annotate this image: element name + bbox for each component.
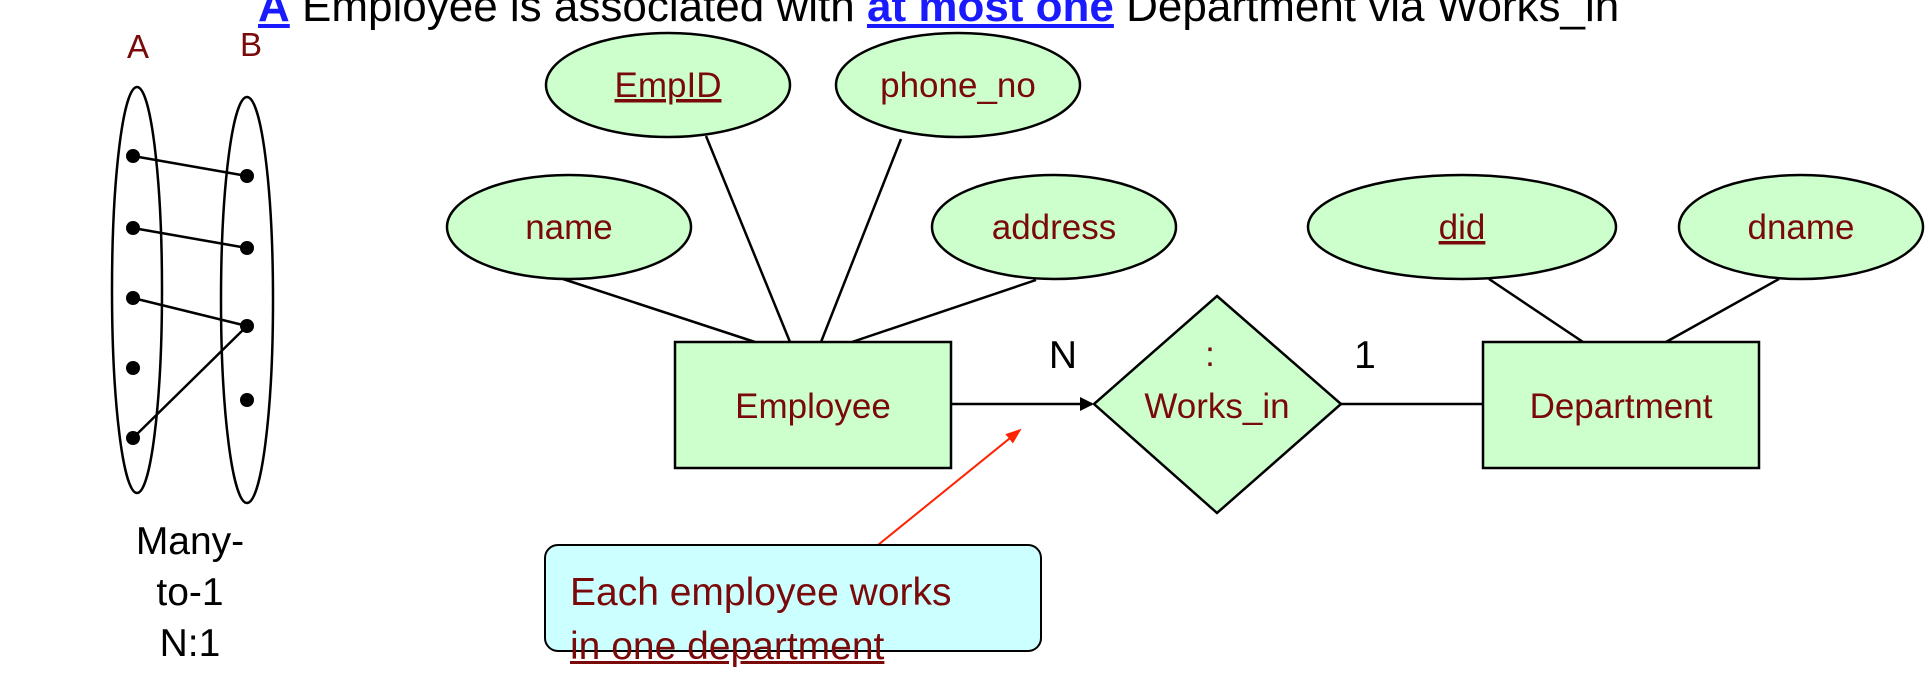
set-b-label: B — [240, 26, 263, 63]
cardinality-1: 1 — [1354, 334, 1376, 377]
set-b-points — [240, 169, 254, 407]
title-article: A — [258, 0, 290, 31]
attr-phone-no-label: phone_no — [880, 66, 1036, 105]
entity-employee-label: Employee — [735, 387, 891, 426]
set-b-point — [240, 393, 254, 407]
attr-empid-label: EmpID — [615, 66, 722, 105]
link-empid — [704, 135, 792, 343]
title-text-part1: Employee is associated with — [302, 0, 855, 31]
cardinality-n: N — [1049, 334, 1077, 377]
link-address — [851, 278, 1037, 344]
link-dname — [1665, 277, 1780, 344]
relationship-works-in-label: Works_in — [1144, 387, 1289, 426]
caption-line1: Many- — [135, 520, 245, 563]
set-a-oval — [110, 85, 164, 495]
callout-note-line1: Each employee works — [570, 571, 952, 614]
link-phone-no — [819, 138, 903, 343]
attr-address: address — [930, 173, 1178, 281]
entity-employee: Employee — [673, 340, 953, 470]
callout-note-line2: in one department — [570, 625, 885, 668]
slide-title: A Employee is associated with at most on… — [258, 0, 1619, 32]
attr-phone-no: phone_no — [834, 31, 1082, 139]
relationship-works-in: : Works_in — [1092, 294, 1343, 515]
link-name — [562, 277, 756, 344]
attr-name-label: name — [525, 208, 613, 247]
attr-name: name — [445, 173, 693, 281]
mapping-caption: Many- to-1 N:1 — [120, 516, 260, 669]
mapping-line — [132, 296, 248, 328]
callout-arrow — [877, 428, 1022, 546]
attr-address-label: address — [992, 208, 1117, 247]
relationship-colon: : — [1205, 335, 1215, 374]
caption-line2: to-1 — [156, 571, 224, 614]
link-did — [1488, 277, 1584, 344]
set-a-points — [126, 149, 140, 445]
entity-department-label: Department — [1530, 387, 1713, 426]
title-emphasis: at most one — [866, 0, 1114, 31]
set-b-oval — [219, 95, 275, 505]
title-text-part2: Department via Works_in — [1126, 0, 1620, 31]
attr-dname-label: dname — [1747, 208, 1854, 247]
set-a-label: A — [127, 28, 150, 65]
attr-dname: dname — [1677, 173, 1925, 281]
attr-did-label: did — [1439, 208, 1486, 247]
attr-did: did — [1306, 173, 1618, 281]
mapping-line — [132, 226, 248, 250]
caption-line3: N:1 — [159, 622, 221, 665]
mapping-line — [132, 154, 248, 178]
set-a-point — [126, 361, 140, 375]
mapping-lines — [132, 154, 248, 439]
attr-empid: EmpID — [544, 31, 792, 139]
callout-note: Each employee works in one department — [544, 544, 1042, 668]
entity-department: Department — [1481, 340, 1761, 470]
mapping-line — [132, 325, 248, 439]
